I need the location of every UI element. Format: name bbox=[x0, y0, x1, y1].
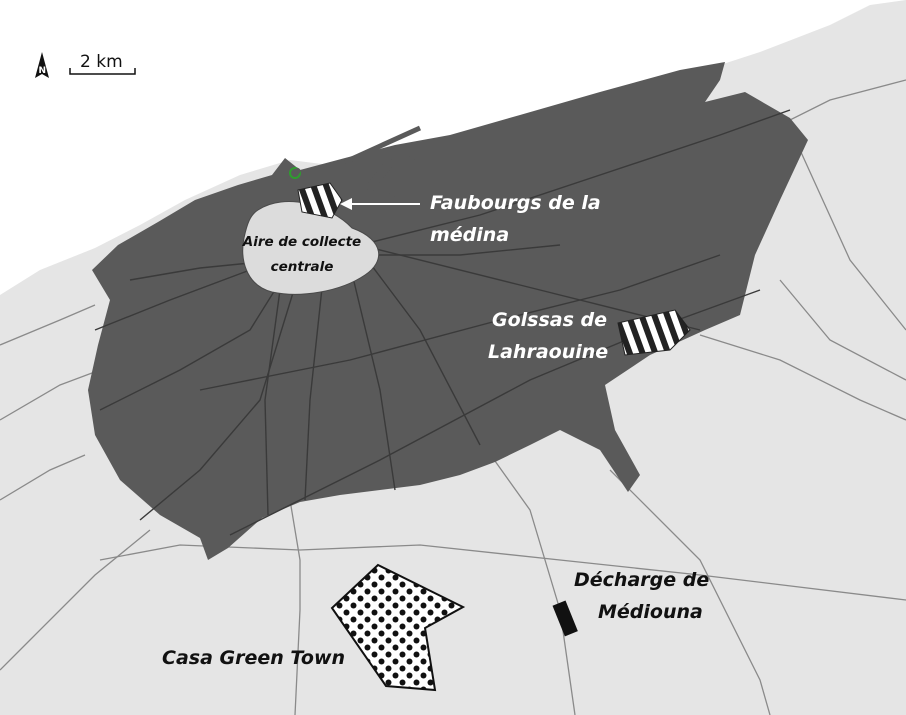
road-diagonal bbox=[359, 244, 701, 331]
road-south-east bbox=[229, 289, 761, 536]
road-south-west-2 bbox=[0, 369, 101, 421]
road-bld bbox=[360, 244, 561, 256]
road-south-1 bbox=[0, 529, 151, 671]
road-main-east bbox=[199, 254, 721, 391]
city-area bbox=[88, 62, 808, 560]
north-arrow-icon: N bbox=[35, 52, 49, 78]
label-faubourgs-line1: Faubourgs de la bbox=[430, 192, 601, 214]
north-arrow-letter: N bbox=[39, 66, 47, 76]
label-golssas-line1: Golssas de bbox=[492, 309, 607, 331]
road-south-west-1 bbox=[0, 304, 96, 346]
decharge-mediouna-site bbox=[552, 600, 578, 637]
casa-green-town-zone bbox=[330, 563, 466, 692]
road-corniche bbox=[129, 261, 261, 281]
road-north-east bbox=[359, 109, 791, 246]
label-decharge-line2: Médiouna bbox=[598, 601, 703, 623]
faubourgs-arrow bbox=[340, 198, 420, 210]
scale-bar: 2 km bbox=[69, 52, 136, 75]
label-golssas-line2: Lahraouine bbox=[488, 341, 608, 363]
road-south-1 bbox=[264, 289, 281, 516]
road-east-1 bbox=[699, 334, 906, 421]
road-south-3 bbox=[349, 264, 396, 491]
city-roads bbox=[94, 109, 791, 536]
label-faubourgs-line2: médina bbox=[430, 224, 509, 246]
golssas-lahraouine-zone bbox=[617, 309, 691, 356]
road-west-1 bbox=[94, 269, 251, 331]
label-decharge-line1: Décharge de bbox=[574, 569, 709, 591]
road-south-3 bbox=[479, 439, 576, 715]
road-south-west bbox=[139, 269, 301, 521]
label-casa-green-town: Casa Green Town bbox=[162, 647, 345, 669]
faubourgs-medina-zone bbox=[297, 182, 343, 219]
road-south-2 bbox=[289, 499, 301, 715]
road-south-4 bbox=[609, 469, 771, 715]
label-aire-line2: centrale bbox=[271, 259, 334, 275]
road-south-2 bbox=[304, 259, 326, 501]
road-south-west-3 bbox=[0, 454, 86, 501]
road-east-3 bbox=[799, 149, 906, 331]
road-south-lateral bbox=[99, 544, 906, 601]
scale-bar-label: 2 km bbox=[80, 52, 123, 72]
road-east-south bbox=[779, 279, 906, 381]
mosque-marker-icon bbox=[289, 167, 301, 179]
label-aire-line1: Aire de collecte bbox=[242, 234, 361, 250]
road-south-4 bbox=[359, 249, 481, 446]
harbour-piers bbox=[341, 125, 444, 198]
